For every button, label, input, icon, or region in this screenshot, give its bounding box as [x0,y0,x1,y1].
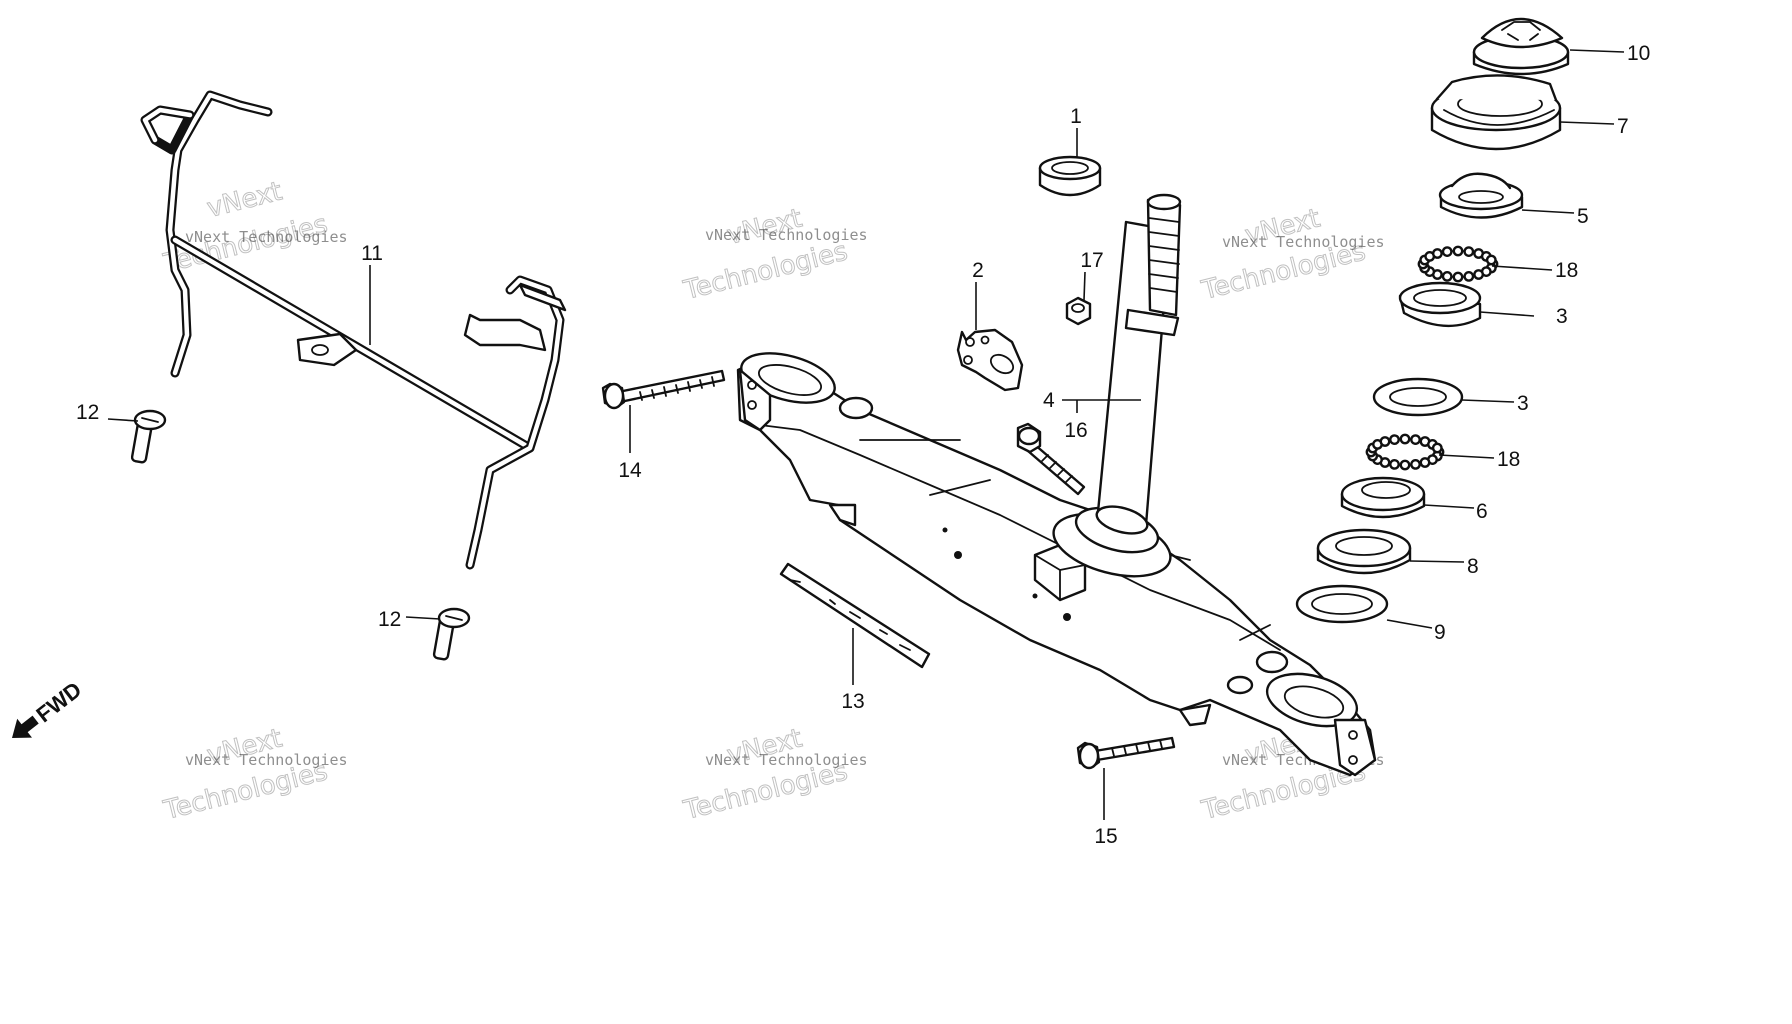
bearing-ball [1389,458,1400,470]
part-12-screw-lower [432,607,471,661]
watermark-top-center: vNext Technologies [680,203,851,307]
watermark-text: vNext Technologies [185,751,348,769]
part-18-ball-bearing-lower [1365,433,1445,471]
bearing-ball [1452,271,1464,283]
callout-8: 8 [1467,555,1479,578]
bearing-ball [1441,246,1453,258]
part-12-screw-upper [130,409,167,464]
callout-1: 1 [1070,105,1082,128]
part-18-ball-bearing-upper [1417,245,1499,283]
callout-9: 9 [1434,621,1446,644]
watermark-bottom-center: vNext Technologies [680,723,851,827]
leader-lines [107,49,1625,820]
part-3-race-upper [1398,281,1482,328]
callout-18-upper: 18 [1555,259,1578,282]
part-10-cap [1472,17,1570,76]
bearing-ball [1432,248,1443,259]
watermark-text: vNext Technologies [705,751,868,769]
callout-18-lower: 18 [1497,448,1520,471]
bearing-ball [1410,434,1421,445]
bearing-ball [1379,436,1391,447]
part-3-race-lower [1372,377,1464,417]
callout-7: 7 [1617,115,1629,138]
callout-3-lower: 3 [1517,392,1529,415]
bearing-ball [1463,270,1475,282]
bearing-ball [1419,457,1431,468]
bearing-ball [1463,246,1475,258]
bearing-ball [1473,269,1485,280]
watermark-bottom-left: vNext Technologies [160,723,331,827]
part-6-race [1340,476,1426,519]
part-7-race [1430,74,1562,151]
bearing-ball [1485,254,1497,266]
part-15-bolt [1076,736,1176,770]
callout-13: 13 [841,690,864,713]
callout-5: 5 [1577,205,1589,228]
bearing-ball [1399,459,1411,471]
bearing-ball [1452,245,1464,257]
bearing-ball [1399,433,1411,445]
callout-11: 11 [361,242,383,265]
forward-direction-indicator: FWD [12,677,86,738]
callout-3-upper: 3 [1556,305,1568,328]
part-14-bolt [601,369,726,410]
callout-17: 17 [1080,249,1103,272]
bearing-ball [1389,434,1400,445]
part-9-washer [1295,584,1389,624]
bearing-ball [1431,442,1443,454]
part-17-nut [1065,296,1092,326]
part-13-rubber-strip [779,562,931,669]
bearing-ball [1410,458,1421,470]
callout-labels: 1 2 3 3 4 5 6 7 8 9 10 11 12 12 13 14 15… [76,42,1650,848]
part-4-steering-stem [736,193,1377,777]
part-5-race [1438,172,1524,219]
watermark-text: Technologies [680,236,850,306]
callout-14: 14 [618,459,642,482]
watermark-text: vNext [204,176,285,223]
callout-15: 15 [1094,825,1117,848]
callout-12-lower: 12 [378,608,401,631]
watermark-text: vNext Technologies [1222,233,1385,251]
part-2-bracket [956,328,1024,392]
forward-arrow-icon [12,715,39,738]
watermark-text: vNext Technologies [705,226,868,244]
callout-6: 6 [1476,500,1488,523]
part-1-grommet [1038,155,1102,197]
part-11-headlight-stay [140,90,567,570]
callout-16: 16 [1064,419,1087,442]
part-16-bolt [1016,422,1086,496]
callout-12-upper: 12 [76,401,99,424]
forward-label: FWD [31,677,86,728]
part-8-dust-seal [1316,528,1412,575]
callout-10: 10 [1627,42,1650,65]
watermark-text: vNext Technologies [185,228,348,246]
callout-4: 4 [1043,389,1055,412]
callout-2: 2 [972,259,984,282]
bearing-ball [1441,270,1453,282]
